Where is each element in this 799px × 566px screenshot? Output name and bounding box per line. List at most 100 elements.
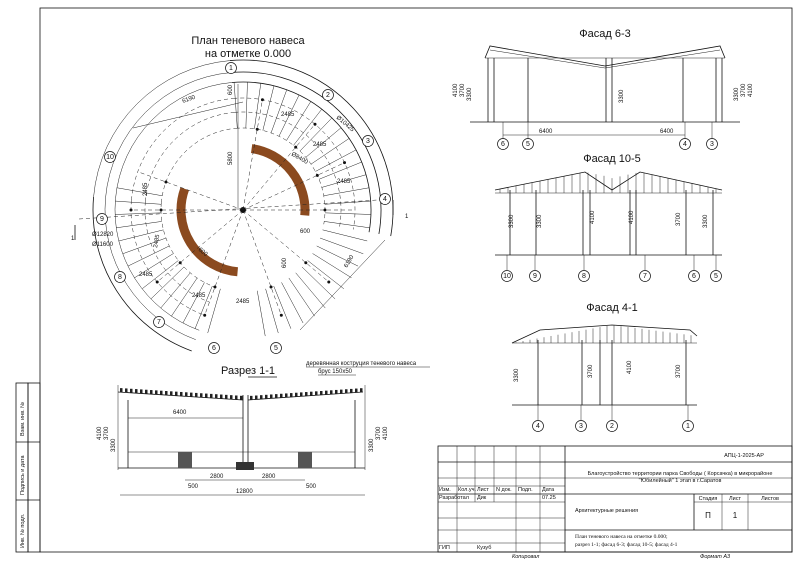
section-dim-4100-l: 4100 [97, 426, 103, 440]
section-slat [120, 388, 123, 393]
tb-project-line2: "Юбилейный" 1 этап в г.Саратов [639, 477, 722, 484]
f63-roof-under-l [489, 49, 606, 69]
plan-axis-4-label: 4 [383, 196, 387, 203]
section-slat [145, 389, 148, 394]
section-slat [295, 392, 298, 397]
plan-rib [312, 253, 352, 279]
plan-rib [171, 277, 198, 317]
plan-rib [207, 288, 221, 334]
plan-rib [278, 94, 300, 137]
f41-axis-2-circle [606, 420, 618, 432]
section-slat [290, 393, 293, 398]
plan-dim-2485-g: 2485 [143, 182, 149, 196]
plan-spoke-6 [204, 209, 244, 316]
stamp-signature-date: Подпись и дата [20, 455, 26, 495]
section-slat [270, 394, 273, 399]
f41-dim-4100: 4100 [627, 360, 633, 374]
plan-spoke-5 [242, 209, 282, 316]
section-bench-right [298, 452, 312, 468]
plan-rib [127, 245, 170, 267]
plan-column [159, 208, 163, 212]
section-footing [236, 462, 254, 470]
plan-cut-line [78, 198, 394, 220]
plan-rib [245, 82, 248, 129]
plan-rib [262, 85, 275, 131]
plan-column [129, 208, 133, 212]
plan-dim-600-right: 600 [300, 229, 311, 235]
section-slat [165, 391, 168, 396]
plan-column [343, 161, 347, 165]
plan-column [327, 280, 331, 284]
section-note-beam: брус 150х50 [318, 369, 353, 375]
stamp-original-inv: Инв. № подл. [20, 513, 26, 548]
tb-sheets-header: Листов [761, 496, 779, 502]
section-slat [125, 388, 128, 393]
plan-column [313, 122, 317, 126]
plan-outer-edge-b-0 [93, 60, 230, 197]
facade-41-title: Фасад 4-1 [586, 302, 637, 314]
plan-axis-9-circle [96, 213, 108, 225]
section-dim-4100-r: 4100 [383, 426, 389, 440]
plan-axis-7-circle [153, 316, 165, 328]
plan-rib [150, 266, 185, 300]
tb-gip-name: Кузуб [477, 545, 491, 551]
f63-roof [484, 45, 726, 67]
plan-dim-600-low: 600 [282, 257, 288, 268]
plan-title-line2: на отметке 0.000 [205, 48, 291, 60]
section-slat [215, 394, 218, 399]
f63-axis-5-label: 5 [526, 141, 530, 148]
f105-roof [494, 171, 723, 191]
tb-stage-header: Стадия [699, 496, 718, 502]
plan-axis-1-circle [225, 62, 237, 74]
section-geometry [117, 385, 366, 496]
f41-dim-3300: 3300 [514, 368, 520, 382]
f41-dim-3700: 3700 [588, 364, 594, 378]
section-slat [195, 392, 198, 397]
plan-title-line1: План теневого навеса [191, 35, 305, 47]
section-slat [310, 391, 313, 396]
section-slat [275, 394, 278, 399]
tb-col-sign: Подп. [518, 487, 533, 493]
section-dim-3300-r: 3300 [369, 438, 375, 452]
section-slat [280, 393, 283, 398]
f63-axis-3-label: 3 [710, 141, 714, 148]
section-view: Разрез 1-1 деревянная коструция теневого… [97, 361, 430, 496]
section-dim-3700-r: 3700 [376, 426, 382, 440]
plan-rib [322, 229, 368, 242]
f105-dim-4100-a: 4100 [590, 210, 596, 224]
f63-dim-6400-a: 6400 [539, 129, 553, 135]
section-slat [160, 390, 163, 395]
tb-col-kol: Кол.уч. [458, 487, 476, 493]
plan-outer-edge-c-2 [114, 198, 200, 331]
f63-dim-3300-c: 3300 [619, 89, 625, 103]
tb-section-name: Архитектурные решения [575, 508, 638, 514]
plan-rib [319, 237, 364, 255]
plan-rib [141, 260, 179, 290]
plan-rib [254, 83, 262, 129]
plan-rib [265, 288, 279, 334]
plan-rib [273, 285, 292, 329]
section-slat [265, 394, 268, 399]
plan-rib [122, 237, 167, 255]
section-slat [240, 395, 243, 400]
section-dim-500-b: 500 [306, 484, 317, 490]
plan-spoke-9 [137, 171, 244, 211]
plan-rib [118, 229, 164, 242]
plan-geometry [74, 59, 394, 352]
plan-dim-2485-c: 2485 [337, 179, 351, 185]
plan-dim-5800: 5800 [228, 151, 234, 165]
plan-rib [194, 285, 213, 329]
plan-rib [321, 174, 367, 188]
tb-developer-role: Разработал [439, 495, 469, 501]
plan-dim-2485-a: 2485 [281, 112, 295, 118]
plan-dim-2485-f: 2485 [139, 272, 153, 278]
section-slat [350, 388, 353, 393]
plan-dim-radius-top: 6190 [182, 94, 197, 104]
plan-axis-6-label: 6 [212, 345, 216, 352]
f105-dim-3300-c: 3300 [703, 214, 709, 228]
plan-axis-3-circle [362, 135, 374, 147]
f63-axis-6-circle [497, 138, 509, 150]
section-slat [235, 395, 238, 400]
